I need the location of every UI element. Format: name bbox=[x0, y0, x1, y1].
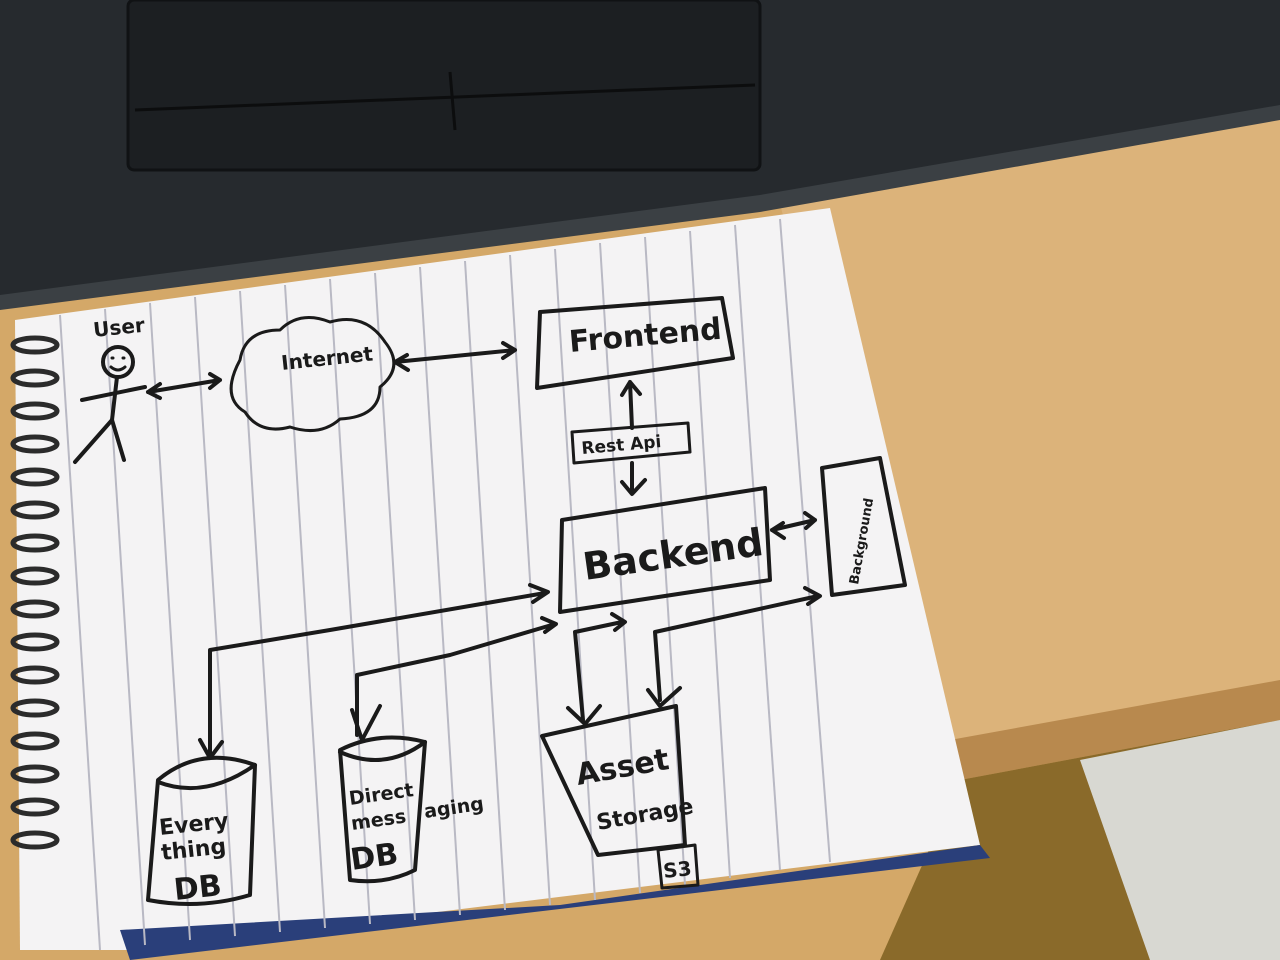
line-dmdb-backend bbox=[355, 616, 558, 737]
desk-edge bbox=[950, 680, 1280, 780]
arrow-restapi-backend bbox=[620, 461, 647, 496]
arrow-frontend-restapi bbox=[620, 380, 642, 430]
spiral-binding bbox=[10, 335, 60, 850]
line-everythingdb-backend bbox=[208, 583, 550, 760]
touchpad-button-line bbox=[134, 83, 756, 112]
everything-db-cylinder bbox=[146, 755, 257, 906]
notebook-cover bbox=[120, 845, 990, 960]
line-assets-backend-1 bbox=[573, 612, 627, 722]
touchpad bbox=[126, 0, 762, 172]
background-box bbox=[820, 456, 907, 597]
arrow-into-assets-1 bbox=[566, 704, 602, 726]
s3-box bbox=[656, 843, 700, 890]
arrow-into-assets-2 bbox=[646, 686, 682, 708]
label-user: User bbox=[92, 313, 146, 342]
laptop-edge bbox=[0, 105, 1280, 310]
sketch-diagram bbox=[73, 296, 907, 906]
backend-box bbox=[558, 486, 772, 614]
label-dm-db-4: DB bbox=[348, 837, 400, 878]
user-stick-figure bbox=[73, 345, 147, 464]
arrow-backend-background bbox=[770, 511, 817, 540]
label-s3: S3 bbox=[662, 856, 693, 883]
internet-cloud bbox=[229, 316, 396, 433]
arrow-user-internet bbox=[146, 372, 222, 400]
dm-db-cylinder bbox=[338, 735, 427, 884]
rest-api-box bbox=[570, 421, 692, 465]
dm-db-top bbox=[338, 740, 427, 762]
ruled-lines bbox=[59, 218, 831, 951]
line-assets-background bbox=[653, 586, 822, 702]
label-everything-db-3: DB bbox=[172, 868, 223, 908]
floor-tiles bbox=[1080, 720, 1280, 960]
everything-db-top bbox=[156, 763, 257, 791]
touchpad-split bbox=[448, 71, 457, 131]
arrow-internet-frontend bbox=[393, 341, 517, 372]
frontend-box bbox=[535, 296, 735, 390]
